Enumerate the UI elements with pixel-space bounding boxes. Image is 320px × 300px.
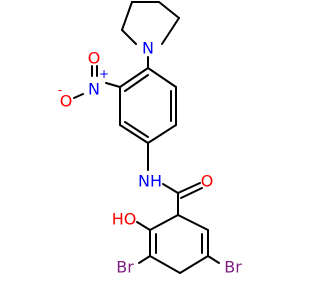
- pyrrolidine-ring: [121, 1, 180, 45]
- amide-nh-label: NH: [138, 172, 162, 191]
- pyrrolidine-nitrogen-label: N: [142, 39, 154, 58]
- nitro-charge-label: +: [99, 67, 109, 81]
- amide-oxygen-label: O: [201, 172, 214, 191]
- nitro-oxygen-minus-label: O: [60, 92, 73, 111]
- lower-substituent-bonds: [136, 221, 220, 264]
- bromine-left-label: Br: [116, 258, 134, 277]
- upper-substituent-bonds: [73, 56, 149, 171]
- upper-benzene-ring: [119, 67, 177, 144]
- nitro-oxygen-minus-charge: -: [58, 83, 62, 97]
- nitro-oxygen-double-label: O: [88, 49, 101, 68]
- amide-linkage: [162, 182, 203, 216]
- lower-benzene-ring: [149, 214, 209, 274]
- nitro-nitrogen-label: N: [88, 80, 100, 99]
- molecule-structure: N N + O O - NH O HO Br Br: [58, 1, 242, 277]
- bromine-right-label: Br: [224, 258, 242, 277]
- hydroxyl-label: HO: [112, 210, 137, 229]
